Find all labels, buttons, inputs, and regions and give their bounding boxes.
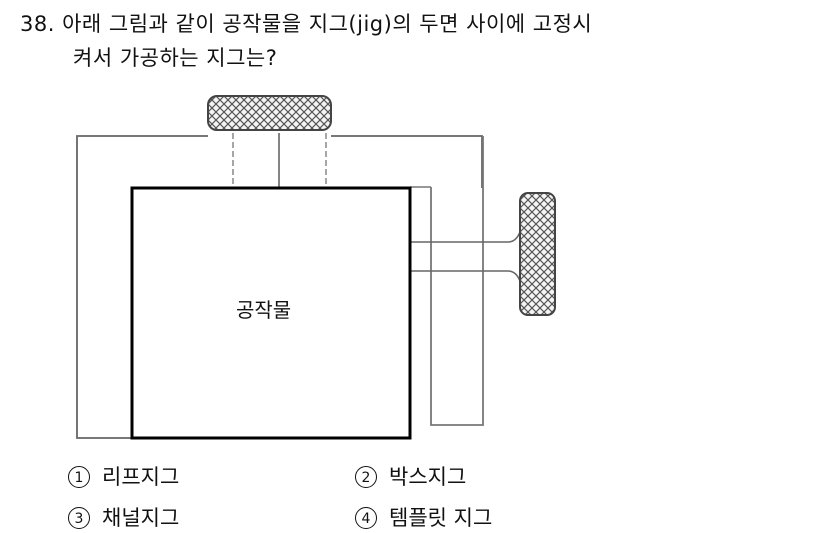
option-3[interactable]: 3 채널지그 bbox=[68, 502, 179, 532]
option-1[interactable]: 1 리프지그 bbox=[68, 461, 179, 491]
option-2-number: 2 bbox=[355, 466, 377, 488]
option-4[interactable]: 4 템플릿 지그 bbox=[355, 502, 492, 532]
option-3-label: 채널지그 bbox=[102, 506, 180, 530]
option-4-number: 4 bbox=[355, 507, 377, 529]
question-line-2: 켜서 가공하는 지그는? bbox=[73, 46, 278, 70]
right-knurled-knob bbox=[519, 192, 556, 316]
workpiece-label: 공작물 bbox=[236, 298, 292, 322]
workpiece bbox=[130, 186, 412, 440]
option-3-number: 3 bbox=[68, 507, 90, 529]
option-4-label: 템플릿 지그 bbox=[389, 506, 493, 530]
top-screw-shaft bbox=[232, 133, 327, 188]
outer-frame bbox=[76, 135, 483, 439]
option-2-label: 박스지그 bbox=[389, 465, 467, 489]
option-1-number: 1 bbox=[68, 466, 90, 488]
clamp-plate bbox=[410, 136, 484, 426]
option-2[interactable]: 2 박스지그 bbox=[355, 461, 466, 491]
question-line-1: 38. 아래 그림과 같이 공작물을 지그(jig)의 두면 사이에 고정시 bbox=[20, 12, 593, 36]
right-screw-shaft bbox=[410, 231, 521, 282]
top-knurled-knob bbox=[207, 95, 332, 131]
option-1-label: 리프지그 bbox=[102, 465, 180, 489]
